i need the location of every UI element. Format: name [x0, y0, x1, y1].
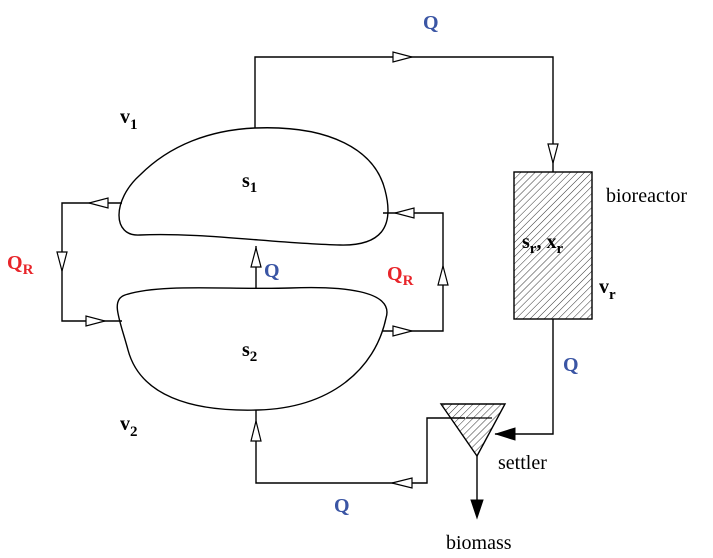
left-recycle-line: [61, 202, 122, 322]
label-v2: v2: [120, 413, 138, 440]
label-q-top: Q: [423, 12, 439, 34]
bioreactor-vessel: [513, 171, 593, 320]
arrow-right-top: [392, 207, 415, 219]
label-biomass: biomass: [446, 532, 512, 554]
arrow-outflow-right: [392, 51, 415, 63]
arrow-exchange-up: [250, 245, 262, 268]
arrow-biomass-down: [470, 499, 484, 520]
arrow-left-bottom: [85, 315, 108, 327]
label-qr-left: QR: [7, 252, 34, 278]
label-settler: settler: [498, 452, 547, 474]
arrow-return-up: [250, 420, 262, 442]
label-q-bottom: Q: [334, 495, 350, 517]
reactor-to-settler-line: [495, 319, 554, 435]
zone1-shape: [118, 127, 389, 246]
label-s2: s2: [242, 339, 257, 365]
arrow-left-down: [56, 251, 68, 274]
outflow-line: [254, 56, 554, 172]
label-qr-right: QR: [387, 263, 414, 289]
arrow-right-bottom: [392, 325, 415, 337]
arrow-right-up: [437, 263, 449, 286]
label-vr: vr: [599, 276, 616, 303]
zone2-shape: [116, 286, 388, 411]
label-bioreactor: bioreactor: [606, 185, 687, 207]
label-q-reactor-out: Q: [563, 354, 579, 376]
settler-vessel: [439, 403, 507, 458]
arrow-into-settler[interactable]: [494, 427, 516, 441]
settler-return-line: [255, 410, 465, 484]
arrow-into-reactor: [547, 143, 559, 166]
arrow-return-left: [391, 477, 413, 489]
label-v1: v1: [120, 106, 138, 133]
arrow-left-top: [86, 197, 109, 209]
label-s1: s1: [242, 170, 257, 196]
label-reactor-concentrations: sr,xr: [522, 231, 563, 257]
label-q-middle: Q: [264, 260, 280, 282]
